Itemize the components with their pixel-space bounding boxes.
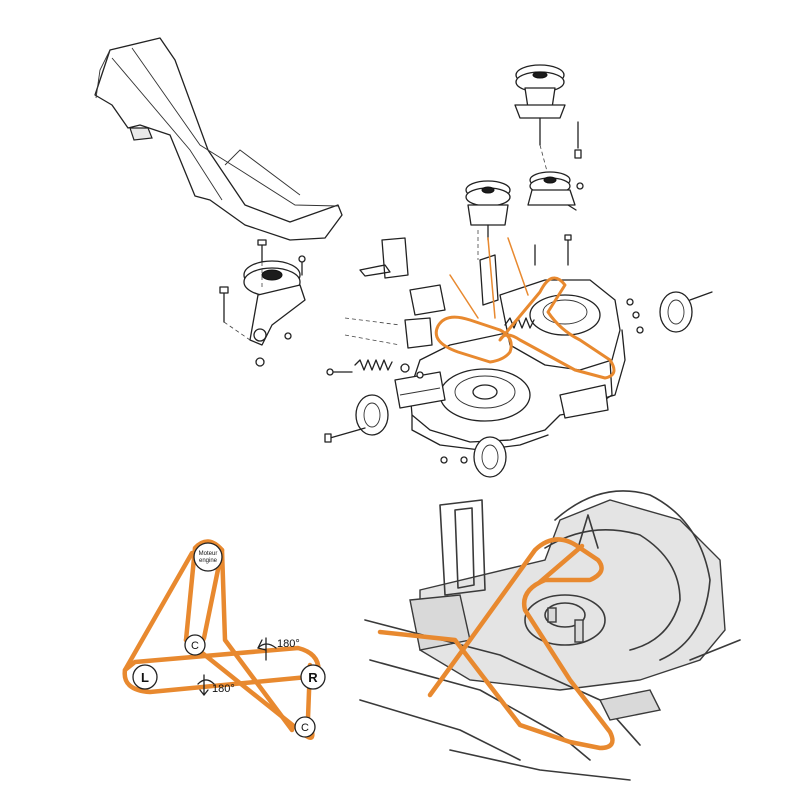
spindle-pulley-upper [514, 64, 582, 176]
spindle-pulley-middle [527, 171, 584, 266]
tension-spring [354, 317, 535, 371]
mounting-hardware [326, 237, 424, 379]
exploded-deck-assembly [94, 37, 713, 478]
deck-closeup-view [359, 490, 741, 781]
pulley-engine-label-line-1: Moteur [199, 551, 218, 557]
deck-wheel-front [440, 436, 507, 478]
idler-pulley-bracket [219, 239, 306, 367]
discharge-chute [94, 37, 343, 241]
pulley-right-label: R [308, 670, 318, 685]
pulley-engine: Moteur engine [193, 542, 223, 572]
pulley-right: R [300, 664, 326, 690]
belt-route-top [434, 237, 616, 380]
pulley-engine-label-line-2: engine [199, 558, 218, 564]
pulley-idler-lower-label: C [301, 722, 309, 734]
belt-route-closeup [377, 537, 615, 751]
twist-indicator-upper: 180° [257, 637, 300, 661]
pulley-idler-upper-label: C [191, 640, 199, 652]
deck-wheel-right [626, 291, 713, 334]
twist-label-upper: 180° [277, 638, 300, 650]
twist-indicator-lower: 180° [197, 674, 235, 696]
spindle-pulley-lower [465, 180, 536, 266]
pulley-left-label: L [141, 670, 149, 685]
deck-wheel-rear [324, 394, 389, 443]
pulley-idler-upper: C [184, 634, 206, 656]
pulley-idler-lower: C [294, 716, 316, 738]
twist-label-lower: 180° [212, 683, 235, 695]
belt-schematic: Moteur engine C L R C 180° [122, 539, 326, 740]
pulley-left: L [132, 664, 158, 690]
